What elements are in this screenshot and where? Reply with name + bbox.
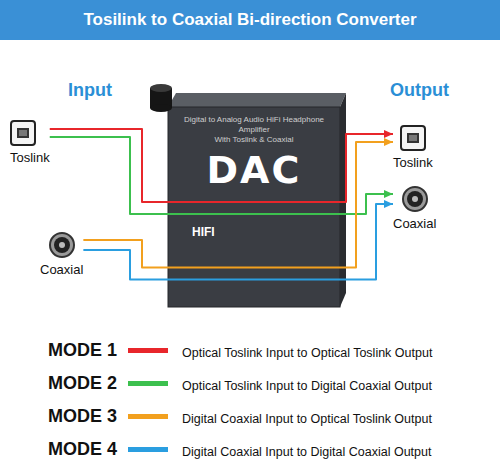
toslink-port: Toslink <box>393 125 433 170</box>
toslink-socket <box>400 125 426 151</box>
converter-box: Digital to Analog Audio HiFi Headphone A… <box>168 107 340 307</box>
legend-swatch <box>128 381 168 386</box>
legend-holder: Digital Coaxial Input to Digital Coaxial… <box>182 442 431 460</box>
signal-path <box>83 204 393 280</box>
legend-swatch <box>128 447 168 452</box>
legend-text: Digital Coaxial Input to Optical Toslink… <box>182 412 432 426</box>
section-heading: Output <box>390 80 449 100</box>
port-label: Coaxial <box>393 216 436 231</box>
legend-holder: Optical Toslink Input to Optical Toslink… <box>182 343 432 361</box>
label-holder: MODE 2 <box>48 373 117 394</box>
volume-knob-top <box>150 84 172 92</box>
legend-holder: Digital Coaxial Input to Optical Toslink… <box>182 409 432 427</box>
device-caption: Digital to Analog Audio HiFi Headphone A… <box>178 115 330 135</box>
coaxial-port: Coaxial <box>40 232 83 277</box>
section-heading: Input <box>68 80 112 100</box>
mode-label: MODE 1 <box>48 340 117 360</box>
legend-swatch <box>128 348 168 353</box>
diagram-title: Tosilink to Coaxial Bi-direction Convert… <box>83 10 416 30</box>
label-holder: MODE 4 <box>48 439 117 460</box>
legend-text: Optical Toslink Input to Optical Toslink… <box>182 346 432 360</box>
label-holder: MODE 3 <box>48 406 117 427</box>
mode-label: MODE 3 <box>48 406 117 426</box>
label-holder: Output <box>390 80 449 101</box>
legend-swatch <box>128 414 168 419</box>
device-badge: HIFI <box>192 225 215 240</box>
coaxial-socket <box>49 232 75 258</box>
legend-text: Optical Toslink Input to Digital Coaxial… <box>182 379 432 393</box>
signal-path <box>83 142 393 268</box>
toslink-port: Toslink <box>10 120 50 165</box>
title-bar: Tosilink to Coaxial Bi-direction Convert… <box>0 0 500 40</box>
coaxial-port: Coaxial <box>393 186 436 231</box>
port-label: Coaxial <box>40 262 83 277</box>
legend-holder: Optical Toslink Input to Digital Coaxial… <box>182 376 432 394</box>
device-front <box>168 107 340 307</box>
mode-label: MODE 2 <box>48 373 117 393</box>
port-label: Toslink <box>393 155 433 170</box>
coaxial-socket <box>402 186 428 212</box>
device-logo: DAC <box>207 149 302 191</box>
label-holder: MODE 1 <box>48 340 117 361</box>
signal-path <box>50 129 393 202</box>
device-caption: With Toslink & Coaxial <box>215 135 294 145</box>
signal-path <box>50 137 393 214</box>
mode-label: MODE 4 <box>48 439 117 459</box>
label-holder: Input <box>68 80 112 101</box>
device-top <box>168 93 346 107</box>
volume-knob-base <box>150 104 172 112</box>
legend-text: Digital Coaxial Input to Digital Coaxial… <box>182 445 431 459</box>
port-label: Toslink <box>10 150 50 165</box>
toslink-socket <box>10 120 36 146</box>
